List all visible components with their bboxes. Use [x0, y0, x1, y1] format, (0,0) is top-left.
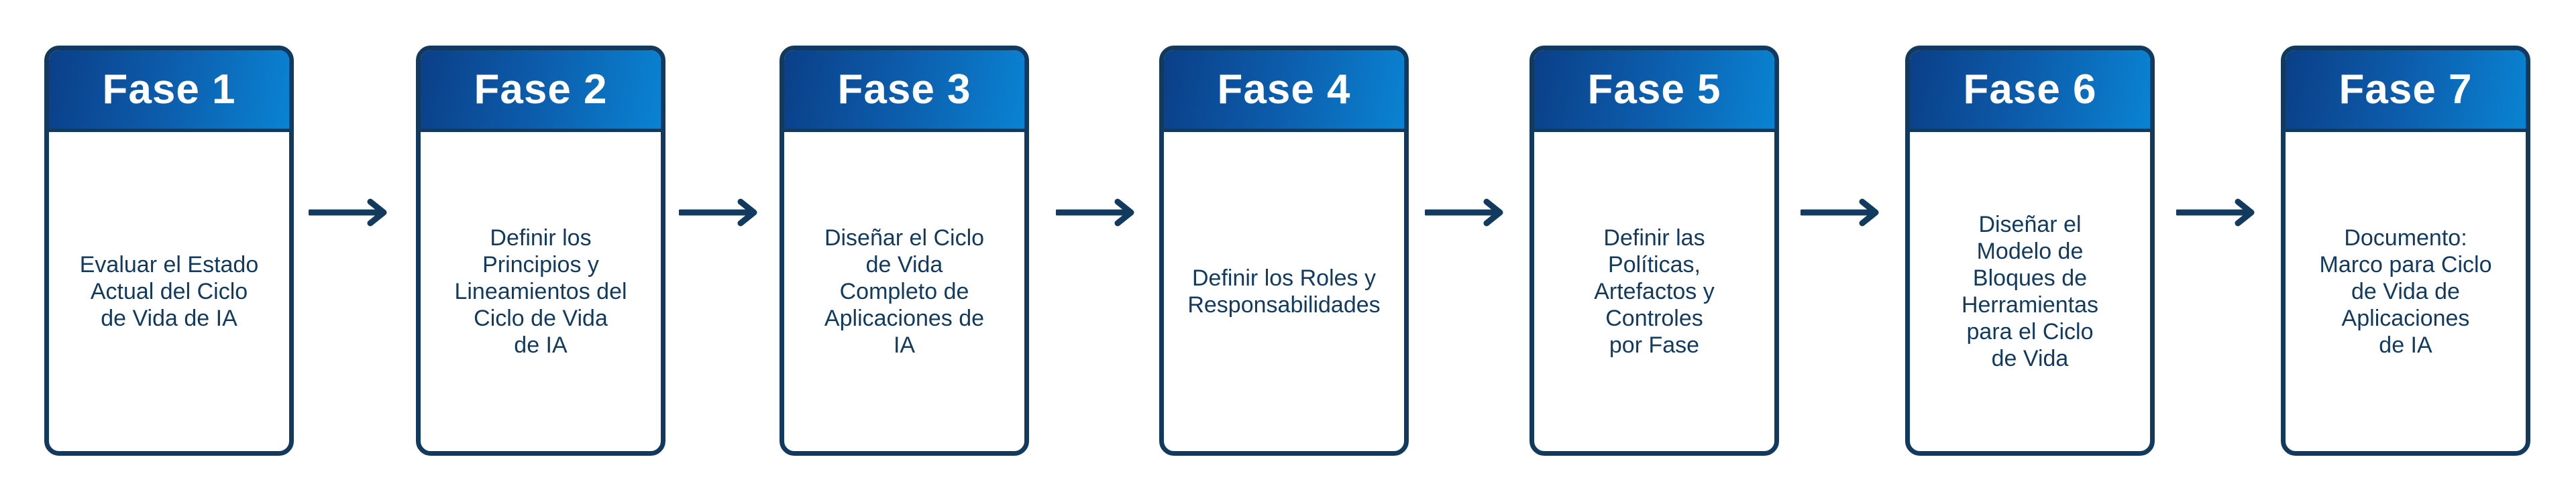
phase-description-4: Definir los Roles y Responsabilidades	[1187, 265, 1381, 318]
phase-body-5: Definir las Políticas, Artefactos y Cont…	[1534, 132, 1774, 451]
phase-description-2: Definir los Principios y Lineamientos de…	[454, 225, 627, 358]
phase-body-6: Diseñar el Modelo de Bloques de Herramie…	[1910, 132, 2150, 451]
phase-card-4: Fase 4 Definir los Roles y Responsabilid…	[1159, 46, 1409, 456]
phase-title-4: Fase 4	[1217, 66, 1351, 113]
phase-body-4: Definir los Roles y Responsabilidades	[1164, 132, 1404, 451]
phase-title-5: Fase 5	[1587, 66, 1721, 113]
phase-description-7: Documento: Marco para Ciclo de Vida de A…	[2319, 225, 2492, 358]
arrow-right-icon	[309, 196, 393, 229]
phase-body-3: Diseñar el Ciclo de Vida Completo de Apl…	[784, 132, 1024, 451]
arrow-right-icon	[1425, 196, 1509, 229]
phase-header-6: Fase 6	[1910, 50, 2150, 132]
arrow-right-icon	[2176, 196, 2261, 229]
phase-header-7: Fase 7	[2286, 50, 2526, 132]
phase-card-6: Fase 6 Diseñar el Modelo de Bloques de H…	[1905, 46, 2155, 456]
arrow-right-icon	[1801, 196, 1885, 229]
phase-card-2: Fase 2 Definir los Principios y Lineamie…	[416, 46, 665, 456]
phase-header-2: Fase 2	[421, 50, 661, 132]
arrow-right-icon	[679, 196, 763, 229]
phase-title-7: Fase 7	[2339, 66, 2473, 113]
arrow-right-icon	[1056, 196, 1140, 229]
phase-description-1: Evaluar el Estado Actual del Ciclo de Vi…	[79, 252, 259, 331]
phase-description-6: Diseñar el Modelo de Bloques de Herramie…	[1961, 212, 2099, 371]
phase-title-1: Fase 1	[102, 66, 236, 113]
phase-title-3: Fase 3	[837, 66, 971, 113]
phase-card-3: Fase 3 Diseñar el Ciclo de Vida Completo…	[780, 46, 1029, 456]
phase-title-6: Fase 6	[1963, 66, 2097, 113]
phase-body-7: Documento: Marco para Ciclo de Vida de A…	[2286, 132, 2526, 451]
phase-body-2: Definir los Principios y Lineamientos de…	[421, 132, 661, 451]
phase-card-1: Fase 1 Evaluar el Estado Actual del Cicl…	[44, 46, 294, 456]
phase-description-3: Diseñar el Ciclo de Vida Completo de Apl…	[824, 225, 985, 358]
phase-body-1: Evaluar el Estado Actual del Ciclo de Vi…	[49, 132, 289, 451]
phase-card-5: Fase 5 Definir las Políticas, Artefactos…	[1529, 46, 1779, 456]
phase-header-4: Fase 4	[1164, 50, 1404, 132]
phase-header-1: Fase 1	[49, 50, 289, 132]
phase-title-2: Fase 2	[474, 66, 608, 113]
phase-header-3: Fase 3	[784, 50, 1024, 132]
phase-card-7: Fase 7 Documento: Marco para Ciclo de Vi…	[2281, 46, 2530, 456]
phase-header-5: Fase 5	[1534, 50, 1774, 132]
phase-description-5: Definir las Políticas, Artefactos y Cont…	[1594, 225, 1715, 358]
